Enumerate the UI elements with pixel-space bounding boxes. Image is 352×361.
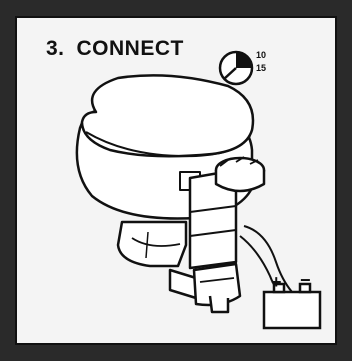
battery-positive-label: + xyxy=(271,272,282,292)
battery-negative-label: − xyxy=(300,270,311,290)
clock-icon xyxy=(220,52,252,84)
time-label-2: 15 xyxy=(256,63,266,73)
time-label-1: 10 xyxy=(256,50,266,60)
toilet-illustration xyxy=(77,75,292,312)
